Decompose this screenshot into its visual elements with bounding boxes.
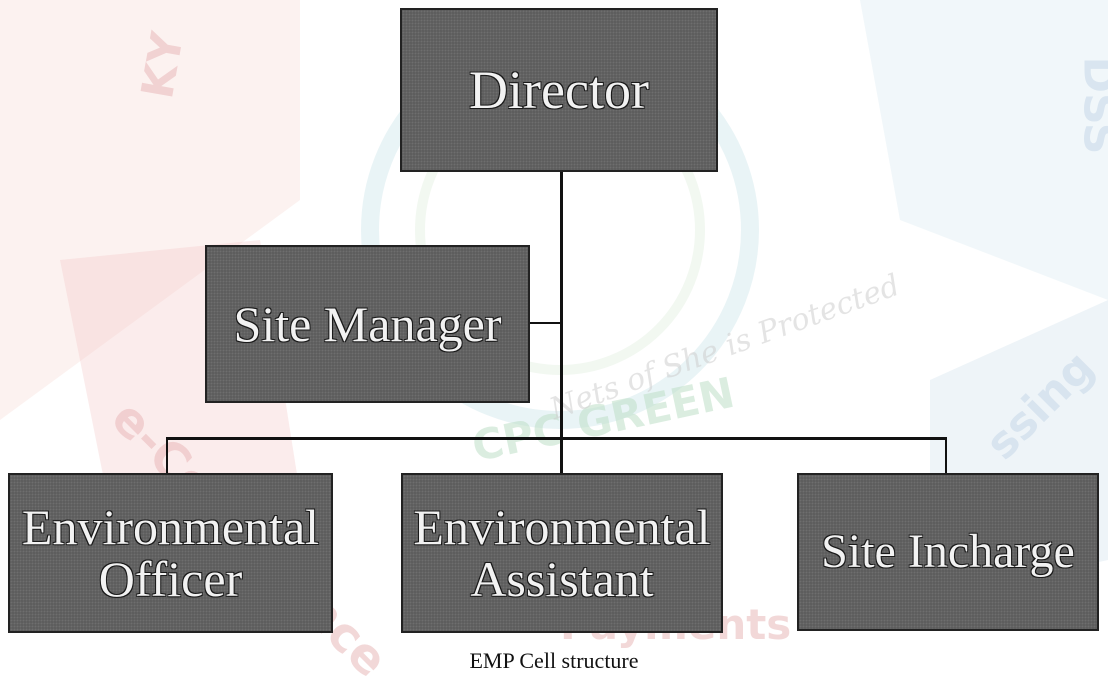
connector-site-manager <box>530 322 562 324</box>
node-environmental-assistant: Environmental Assistant <box>401 473 723 633</box>
watermark-text-dss: DSS <box>1073 56 1108 155</box>
node-site-manager: Site Manager <box>205 245 530 403</box>
node-site-manager-label: Site Manager <box>233 295 502 352</box>
node-director-label: Director <box>469 59 649 120</box>
node-environmental-officer-line2: Officer <box>98 551 243 607</box>
node-environmental-assistant-line2: Assistant <box>470 551 654 607</box>
diagram-caption: EMP Cell structure <box>469 648 639 673</box>
node-environmental-officer-line1: Environmental <box>21 498 320 555</box>
node-environmental-assistant-line1: Environmental <box>413 498 711 555</box>
node-environmental-officer: Environmental Officer <box>8 473 333 633</box>
node-site-incharge: Site Incharge <box>797 473 1099 631</box>
connector-director-trunk <box>560 172 563 440</box>
connector-site-incharge <box>945 437 947 473</box>
node-site-incharge-label: Site Incharge <box>821 524 1075 578</box>
connector-horizontal-bar <box>166 437 947 440</box>
connector-env-assistant <box>560 437 563 473</box>
node-director: Director <box>400 8 718 172</box>
connector-env-officer <box>166 437 168 473</box>
